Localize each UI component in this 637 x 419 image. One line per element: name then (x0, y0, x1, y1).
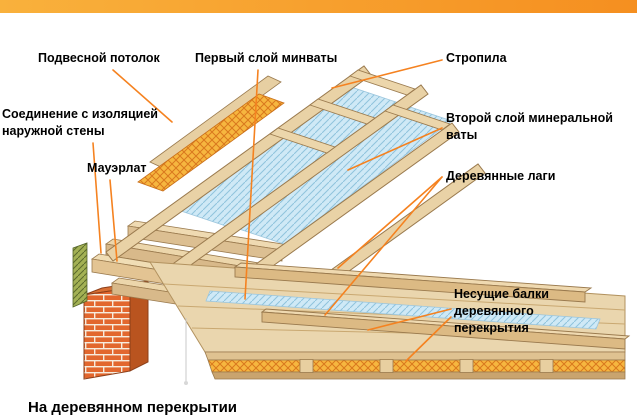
ceiling-insulation-strip (137, 75, 285, 192)
wall-insulation-strip (72, 242, 88, 308)
leader-lines (92, 59, 452, 362)
floor-mineral-wool-strip (205, 290, 601, 330)
top-banner (0, 0, 637, 13)
label-mauerlat: Мауэрлат (87, 161, 147, 175)
floor-front-insulation (204, 351, 626, 380)
label-load-bearing-beams: Несущие балки деревянного перекрытия (454, 287, 549, 335)
floor-joists (233, 262, 631, 350)
plumb-line (184, 318, 188, 385)
label-suspended-ceiling: Подвесной потолок (38, 51, 160, 65)
label-rafters: Стропила (446, 51, 507, 65)
label-wooden-joists: Деревянные лаги (446, 169, 556, 183)
label-first-mineral-wool-layer: Первый слой минваты (195, 51, 338, 65)
label-second-mineral-wool-layer: Второй слой минеральной ваты (446, 111, 613, 142)
label-outer-wall-insulation-joint: Соединение с изоляцией наружной стены (2, 107, 158, 138)
caption-on-wooden-floor: На деревянном перекрытии (28, 399, 238, 416)
cross-battens (269, 69, 451, 154)
